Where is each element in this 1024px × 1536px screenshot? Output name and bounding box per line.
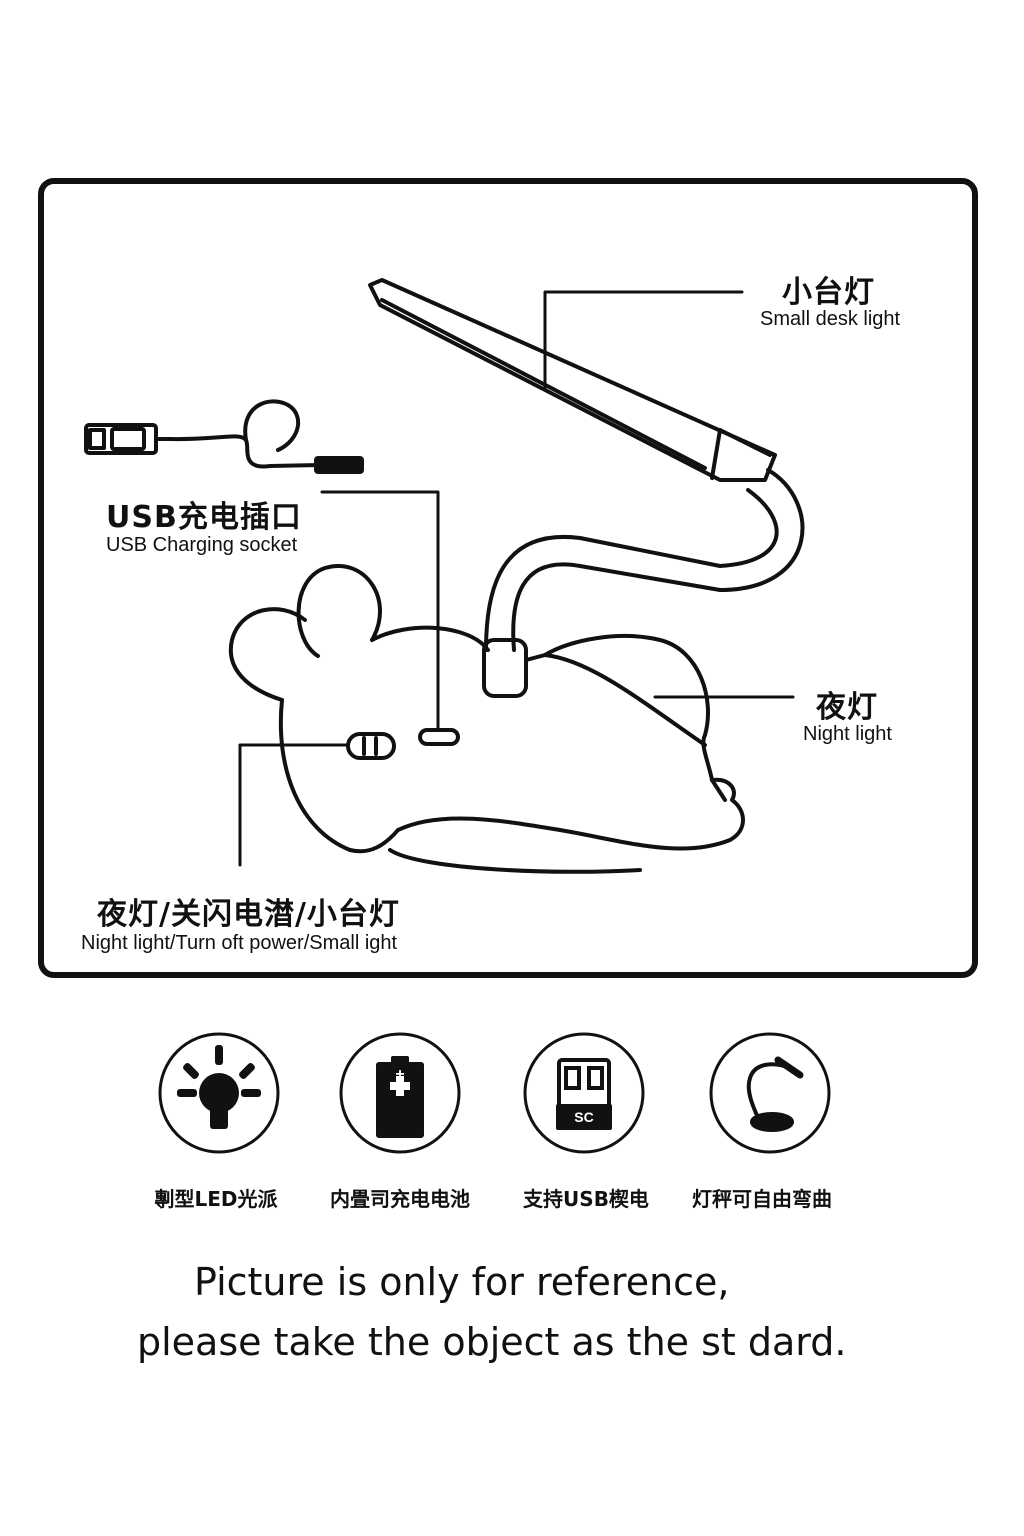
battery-icon (376, 1056, 424, 1138)
switch-label-zh: 夜灯/关闪电澘/小台灯 (97, 897, 400, 932)
usb-plug-icon (556, 1058, 612, 1130)
callout-lines (238, 290, 795, 867)
usb-cable-icon (84, 399, 364, 474)
feature-label-usb: 支持USB楔电 (523, 1187, 649, 1211)
light-bulb-icon (177, 1045, 261, 1129)
lamp-neck (482, 468, 805, 698)
usb-socket-label-en: USB Charging socket (106, 534, 298, 556)
feature-label-led: 剸型LED光派 (154, 1187, 278, 1211)
desk-light-label-en: Small desk light (760, 308, 901, 330)
lamp-head (368, 278, 777, 482)
battery-plus-text: + (395, 1066, 405, 1083)
diagram-frame (38, 178, 978, 978)
night-light-label-en: Night light (803, 723, 892, 745)
usb-socket-label-zh: USB充电插口 (106, 500, 302, 535)
usb-icon-text: SC (574, 1109, 594, 1125)
desk-light-label-zh: 小台灯 (782, 275, 875, 310)
feature-label-battery: 内畳司充电电池 (330, 1187, 470, 1211)
feature-icons (158, 1032, 831, 1154)
feature-label-bendable: 灯秤可自由弯曲 (692, 1187, 832, 1211)
reference-note-line1: Picture is only for reference, (194, 1260, 730, 1304)
switch-label-en: Night light/Turn oft power/Small ight (81, 932, 398, 954)
desk-lamp-icon (746, 1056, 804, 1132)
night-light-label-zh: 夜灯 (816, 690, 878, 725)
reference-note-line2: please take the object as the st dard. (137, 1320, 847, 1364)
